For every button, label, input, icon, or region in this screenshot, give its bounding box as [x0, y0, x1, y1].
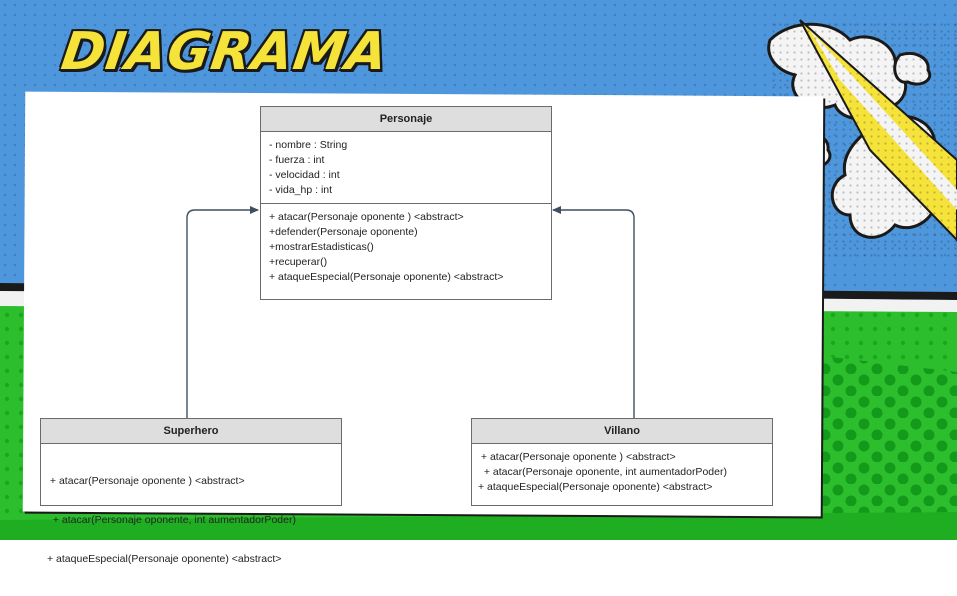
attribute: - vida_hp : int	[269, 184, 333, 196]
class-villano-methods: + atacar(Personaje oponente ) <abstract>…	[472, 444, 772, 500]
class-personaje-attributes: - nombre : String - fuerza : int - veloc…	[261, 132, 551, 204]
method: +mostrarEstadisticas()	[269, 241, 374, 253]
method: + ataqueEspecial(Personaje oponente) <ab…	[47, 553, 282, 565]
class-personaje-methods: + atacar(Personaje oponente ) <abstract>…	[261, 204, 551, 290]
attribute: - nombre : String	[269, 139, 348, 151]
method: + ataqueEspecial(Personaje oponente) <ab…	[478, 481, 713, 493]
method: + atacar(Personaje oponente, int aumenta…	[47, 514, 296, 526]
method: + ataqueEspecial(Personaje oponente) <ab…	[269, 271, 504, 283]
method: + atacar(Personaje oponente, int aumenta…	[478, 466, 727, 478]
method: +recuperar()	[269, 256, 328, 268]
class-superhero: Superhero + atacar(Personaje oponente ) …	[40, 418, 342, 565]
class-personaje-name: Personaje	[261, 107, 551, 132]
attribute: - fuerza : int	[269, 154, 325, 166]
class-villano: Villano + atacar(Personaje oponente ) <a…	[471, 418, 773, 506]
class-villano-name: Villano	[472, 419, 772, 444]
class-superhero-name: Superhero	[41, 419, 341, 444]
class-personaje: Personaje - nombre : String - fuerza : i…	[260, 106, 552, 300]
method: + atacar(Personaje oponente ) <abstract>	[47, 475, 245, 487]
attribute: - velocidad : int	[269, 169, 340, 181]
method: +defender(Personaje oponente)	[269, 226, 418, 238]
class-superhero-methods: + atacar(Personaje oponente ) <abstract>…	[41, 444, 341, 596]
method: + atacar(Personaje oponente ) <abstract>	[269, 211, 464, 223]
page-title: DIAGRAMA	[57, 22, 392, 82]
method: + atacar(Personaje oponente ) <abstract>	[478, 451, 676, 463]
